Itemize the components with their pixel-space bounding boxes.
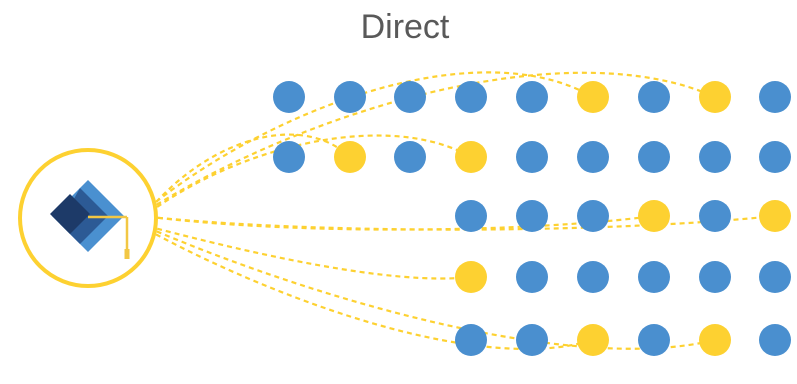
dot	[759, 141, 791, 173]
connected-dot	[638, 200, 670, 232]
connected-dot	[334, 141, 366, 173]
graduation-cap-diamond-icon	[50, 180, 130, 259]
connected-dot	[699, 324, 731, 356]
dot	[516, 141, 548, 173]
connected-dot	[759, 200, 791, 232]
connected-dot	[577, 81, 609, 113]
connector-line	[155, 133, 351, 203]
dot	[577, 261, 609, 293]
dot	[394, 141, 426, 173]
connector-line	[157, 214, 776, 231]
diagram-title: Direct	[361, 8, 450, 46]
dot	[516, 261, 548, 293]
dot	[577, 141, 609, 173]
dot	[759, 324, 791, 356]
dot	[455, 200, 487, 232]
dot	[516, 81, 548, 113]
dot	[759, 261, 791, 293]
dot	[516, 324, 548, 356]
hub-node	[18, 148, 158, 288]
dot	[394, 81, 426, 113]
connector-line	[156, 227, 472, 280]
connected-dot	[577, 324, 609, 356]
connector-line	[156, 134, 472, 208]
dot	[638, 324, 670, 356]
dot	[455, 81, 487, 113]
dot	[638, 141, 670, 173]
dot	[638, 261, 670, 293]
dot	[699, 261, 731, 293]
dot	[455, 324, 487, 356]
dot	[334, 81, 366, 113]
dot	[577, 200, 609, 232]
dot	[759, 81, 791, 113]
connector-line	[155, 71, 594, 203]
dot	[638, 81, 670, 113]
dot	[699, 141, 731, 173]
dot	[699, 200, 731, 232]
connected-dot	[455, 261, 487, 293]
dot	[273, 81, 305, 113]
connected-dot	[699, 81, 731, 113]
connector-line	[156, 71, 716, 206]
dot-grid	[273, 81, 791, 356]
dot	[516, 200, 548, 232]
connected-dot	[455, 141, 487, 173]
dot	[273, 141, 305, 173]
